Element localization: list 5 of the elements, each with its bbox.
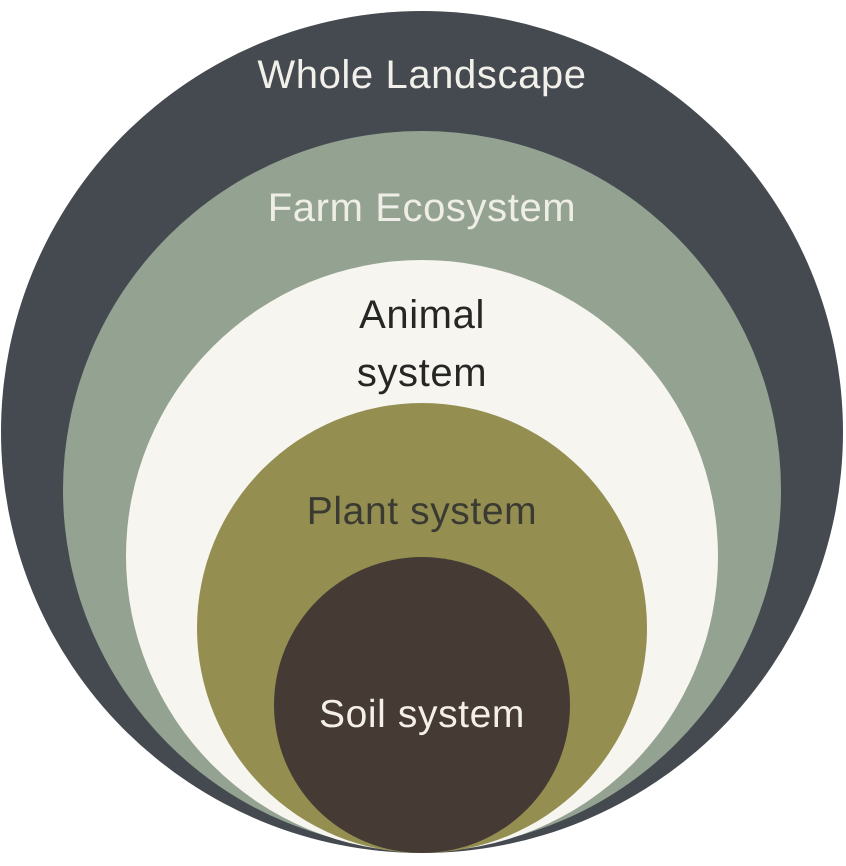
circle-label: Plant system [306, 489, 538, 535]
circle-label: Farm Ecosystem [268, 185, 576, 231]
circle-label: Whole Landscape [257, 52, 587, 98]
circle-label: Soil system [319, 692, 525, 738]
circle-label: Animal system [356, 292, 488, 397]
